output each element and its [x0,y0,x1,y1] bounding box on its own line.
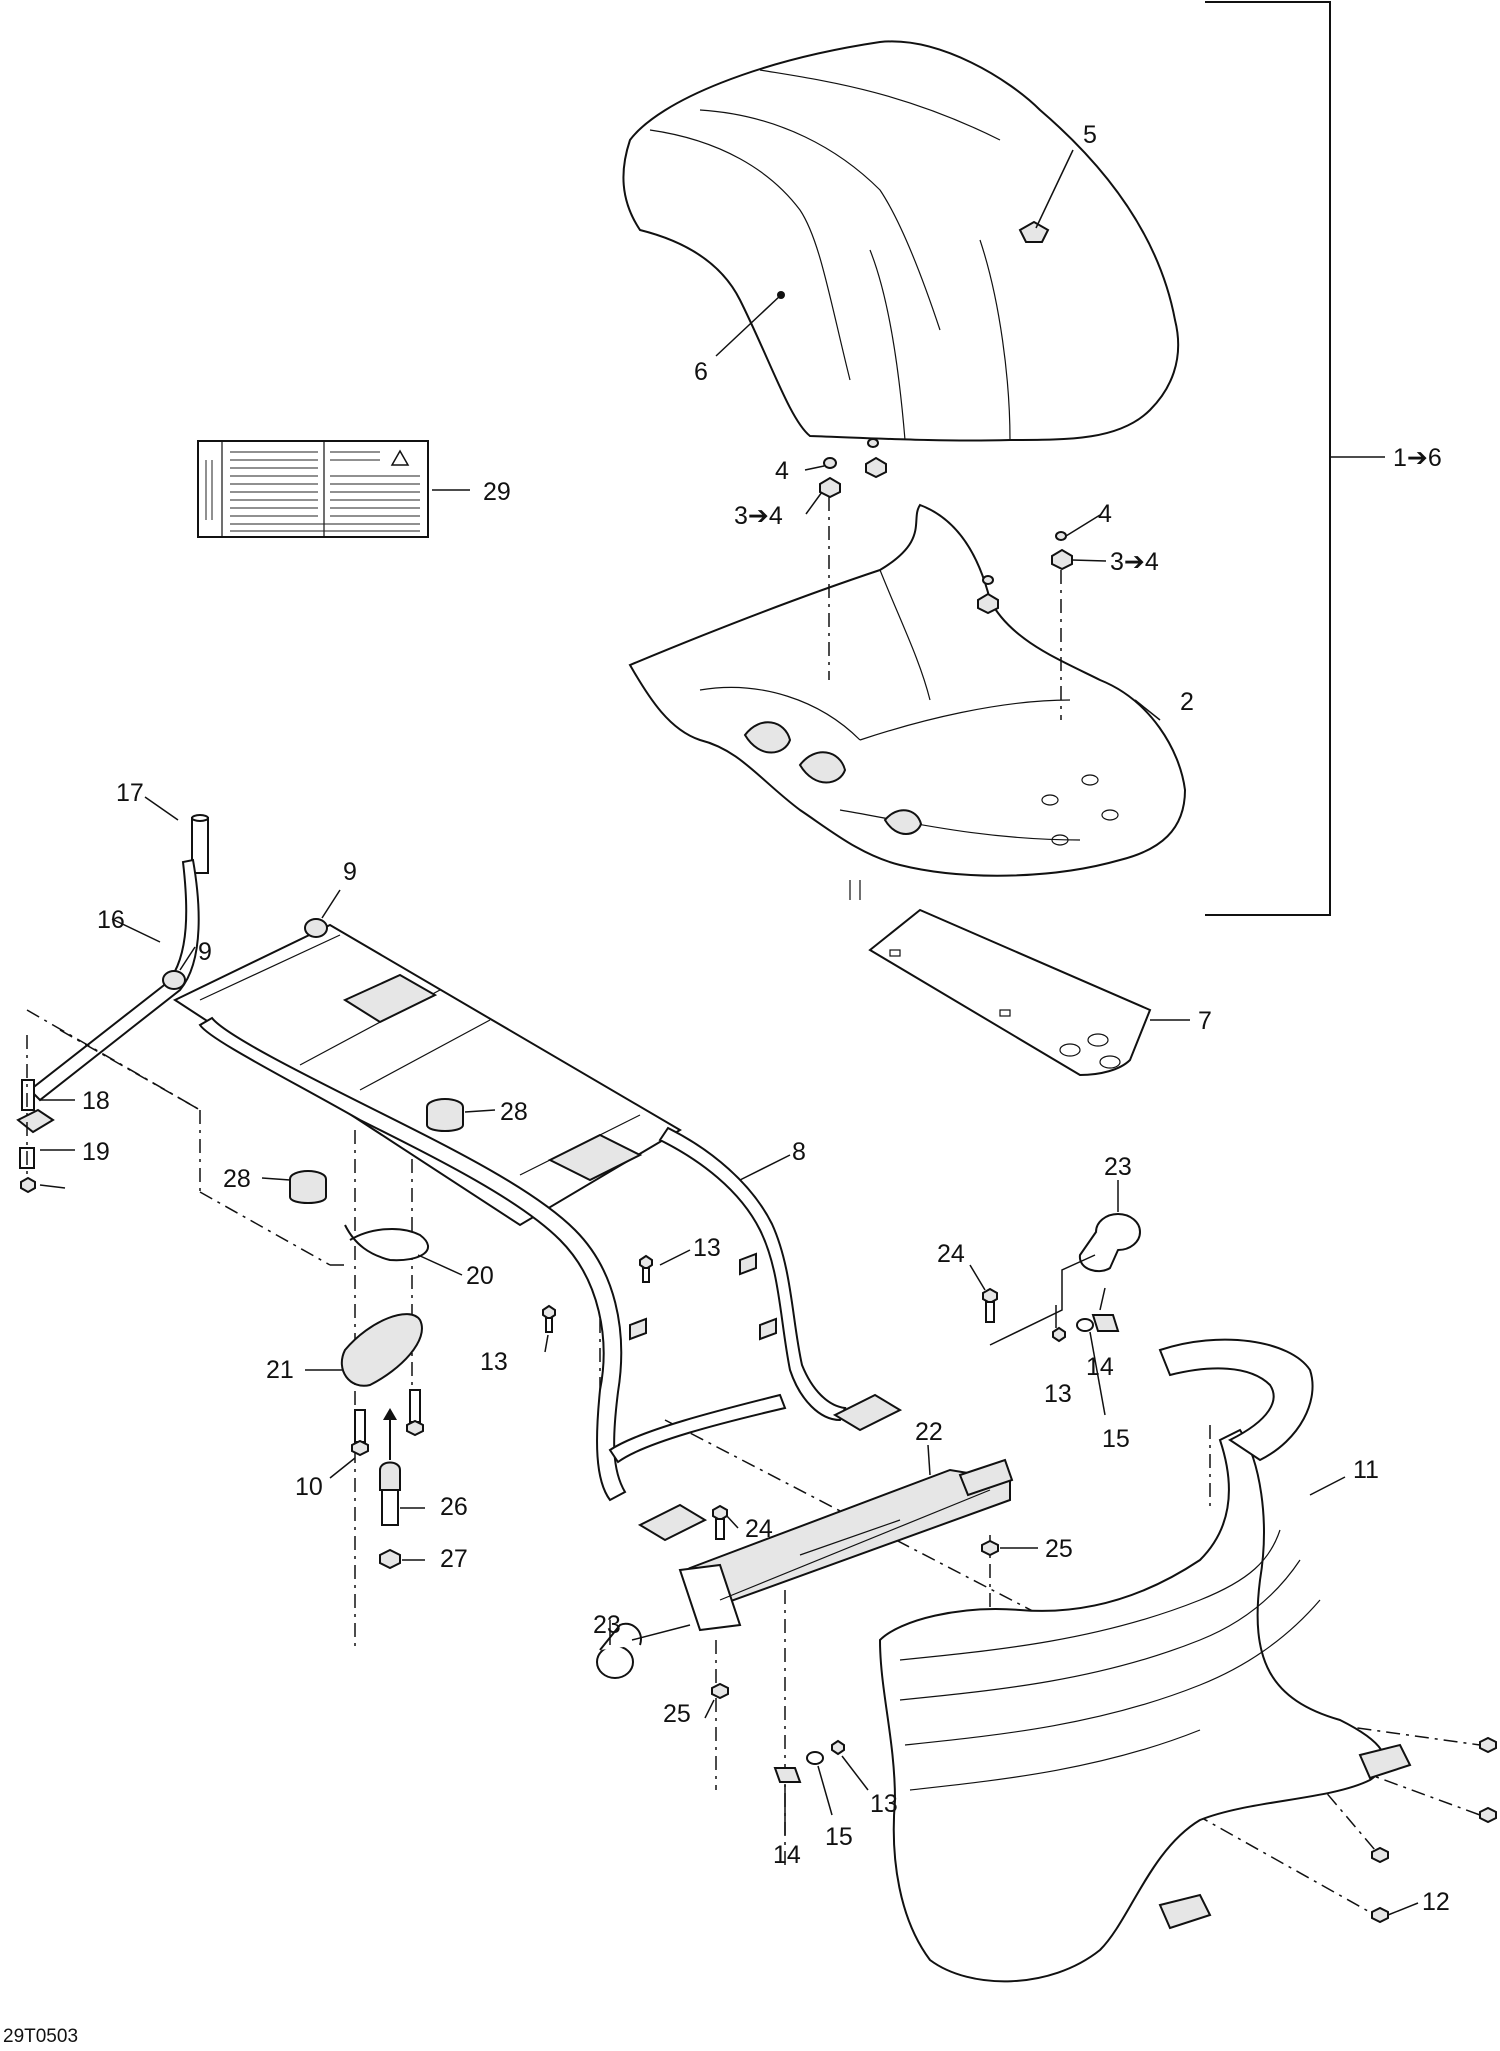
bushings [596,1213,1141,1679]
callout-labels: 5 6 1➔6 4 3➔4 4 3➔4 2 29 7 17 9 16 9 18 … [3,121,1450,2047]
callout-21: 21 [266,1356,294,1384]
callout-16: 16 [97,906,125,934]
callout-14-right: 14 [1086,1353,1114,1381]
rubber-stops [289,1098,464,1204]
frame-screws [542,1254,653,1333]
callout-5: 5 [1083,121,1097,149]
callout-22: 22 [915,1418,943,1446]
callout-15-right: 15 [1102,1425,1130,1453]
callout-20: 20 [466,1262,494,1290]
callout-25-right: 25 [1045,1535,1073,1563]
callout-27: 27 [440,1545,468,1573]
cross-member [678,1458,1014,1632]
callout-3-4-left: 3➔4 [734,502,783,530]
tube-assembly [16,814,209,1194]
callout-29: 29 [483,478,511,506]
side-clips [773,1314,1120,1783]
callout-4-right: 4 [1098,500,1112,528]
callout-14-bottom: 14 [773,1841,801,1869]
callout-2: 2 [1180,688,1194,716]
callout-10: 10 [295,1473,323,1501]
callout-25-left: 25 [663,1700,691,1728]
callout-18: 18 [82,1087,110,1115]
seat-pad [868,908,1152,1077]
callout-4-left: 4 [775,457,789,485]
callout-8: 8 [792,1138,806,1166]
callout-9-left: 9 [198,938,212,966]
seat-base [628,503,1187,900]
callout-19: 19 [82,1138,110,1166]
callout-17: 17 [116,779,144,807]
latch-assembly [340,1313,424,1570]
callout-15-bottom: 15 [825,1823,853,1851]
callout-13-right: 13 [1044,1380,1072,1408]
callout-range-1-6: 1➔6 [1393,444,1442,472]
diagram-code: 29T0503 [3,2026,78,2047]
callout-24-top: 24 [937,1240,965,1268]
callout-6: 6 [694,358,708,386]
seat-fasteners [819,438,1073,720]
seat-frame [172,923,903,1542]
bumpers [162,918,328,990]
callout-13-bottom: 13 [870,1790,898,1818]
callout-13-left: 13 [480,1348,508,1376]
callout-12: 12 [1422,1888,1450,1916]
callout-9-top: 9 [343,858,357,886]
callout-13-upper: 13 [693,1234,721,1262]
callout-26: 26 [440,1493,468,1521]
callout-3-4-right: 3➔4 [1110,548,1159,576]
retainer-wire [344,1224,429,1262]
warning-decal [197,440,429,538]
callout-23-top: 23 [1104,1153,1132,1181]
callout-7: 7 [1198,1007,1212,1035]
callout-28-left: 28 [223,1165,251,1193]
callout-24-bottom: 24 [745,1515,773,1543]
callout-11: 11 [1353,1456,1379,1484]
callout-28-right: 28 [500,1098,528,1126]
cross-fasteners [711,1287,999,1700]
callout-23-bottom: 23 [593,1611,621,1639]
rear-nuts [1371,1736,1497,1924]
rear-grab-handle [878,1338,1412,1983]
assembly-bracket [1205,1,1385,916]
